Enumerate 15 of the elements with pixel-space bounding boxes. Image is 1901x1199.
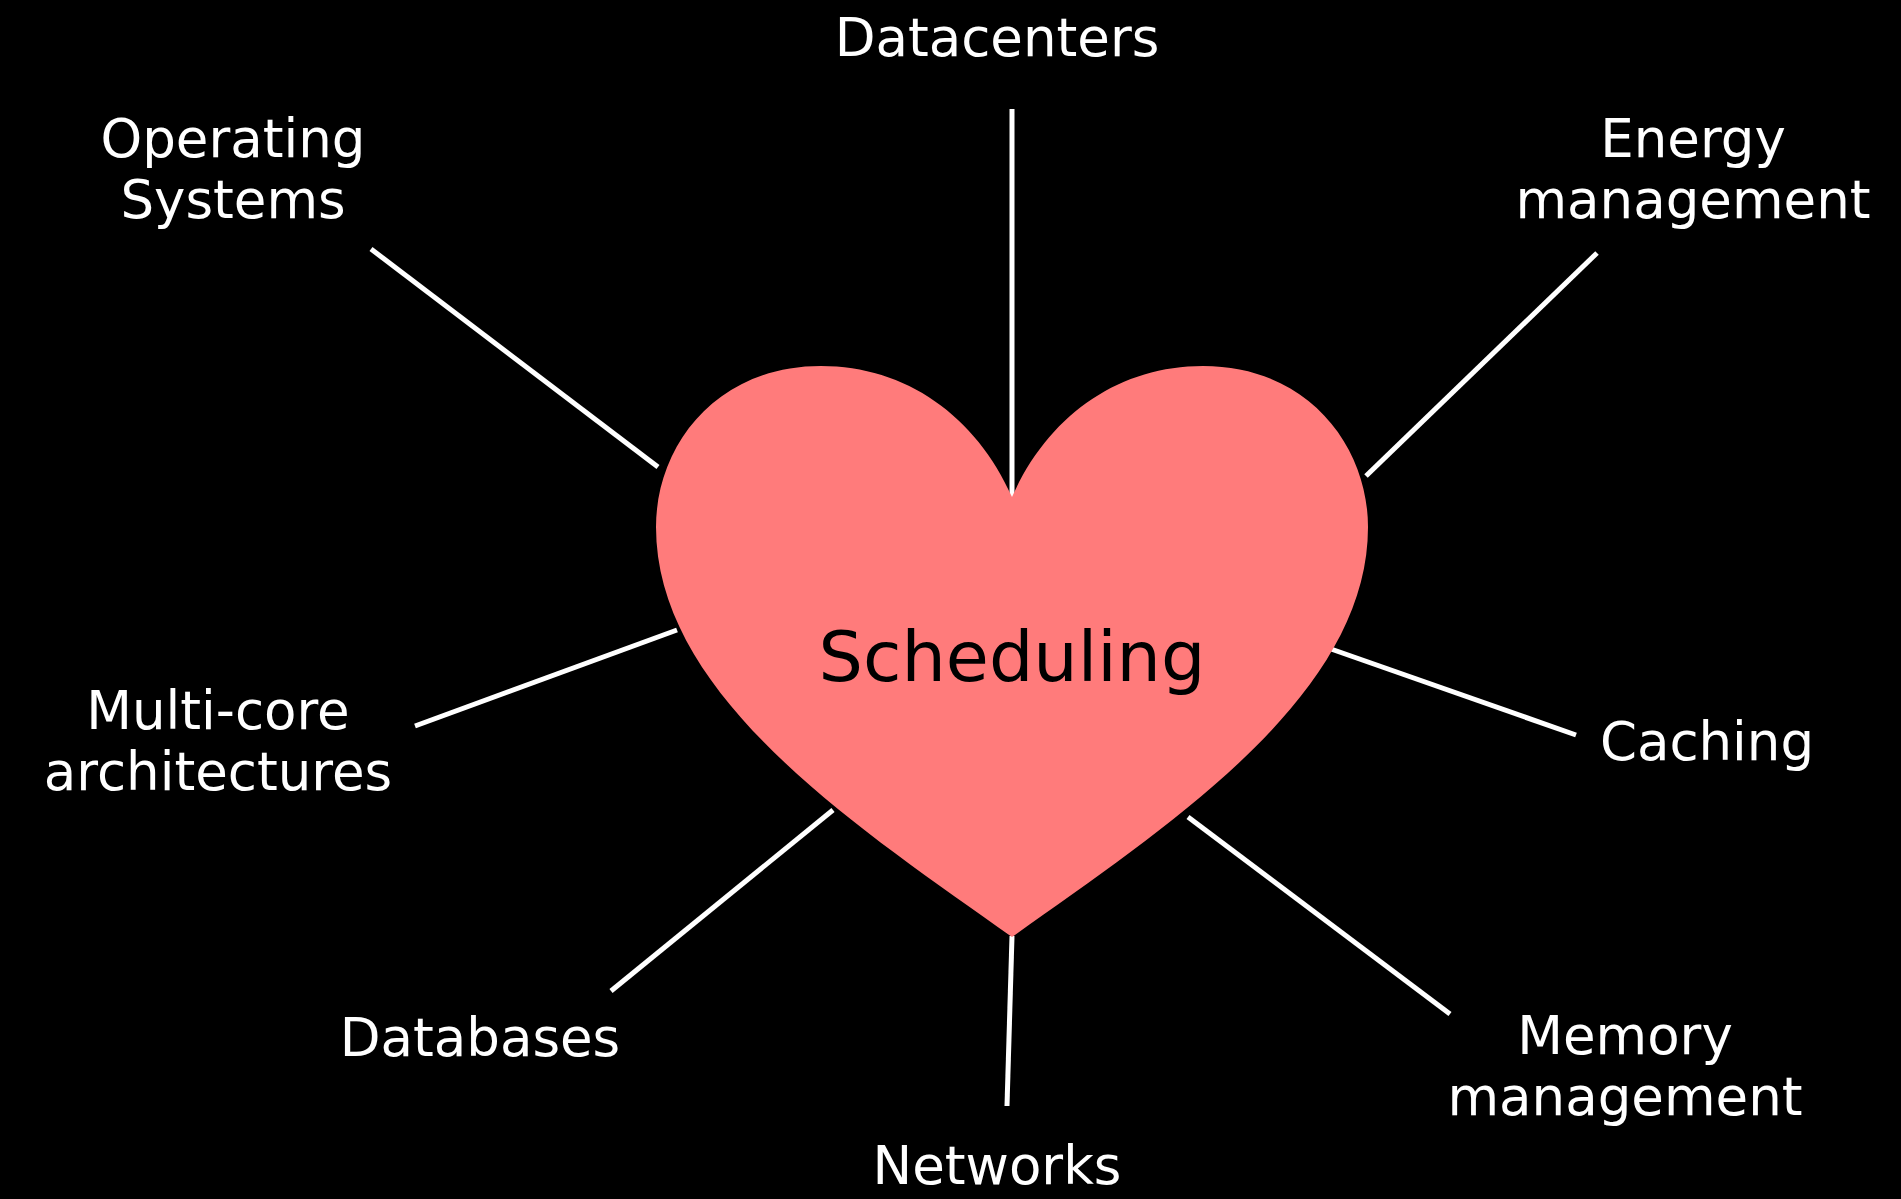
connector-line [609, 808, 835, 993]
connector-line [1364, 251, 1599, 478]
topic-label: Energy management [1514, 109, 1872, 231]
topic-label: Databases [339, 1007, 621, 1069]
connector-line [1004, 935, 1015, 1107]
topic-label: Memory management [1446, 1006, 1804, 1128]
topic-label: Multi-core architectures [42, 681, 394, 803]
connector-line [1330, 646, 1577, 738]
topic-label: Operating Systems [99, 109, 367, 231]
topic-label: Caching [1599, 711, 1815, 773]
connector-line [369, 247, 660, 469]
topic-label: Datacenters [834, 7, 1160, 69]
connector-line [1186, 815, 1452, 1016]
connector-line [414, 627, 678, 729]
topic-label: Networks [872, 1135, 1122, 1197]
